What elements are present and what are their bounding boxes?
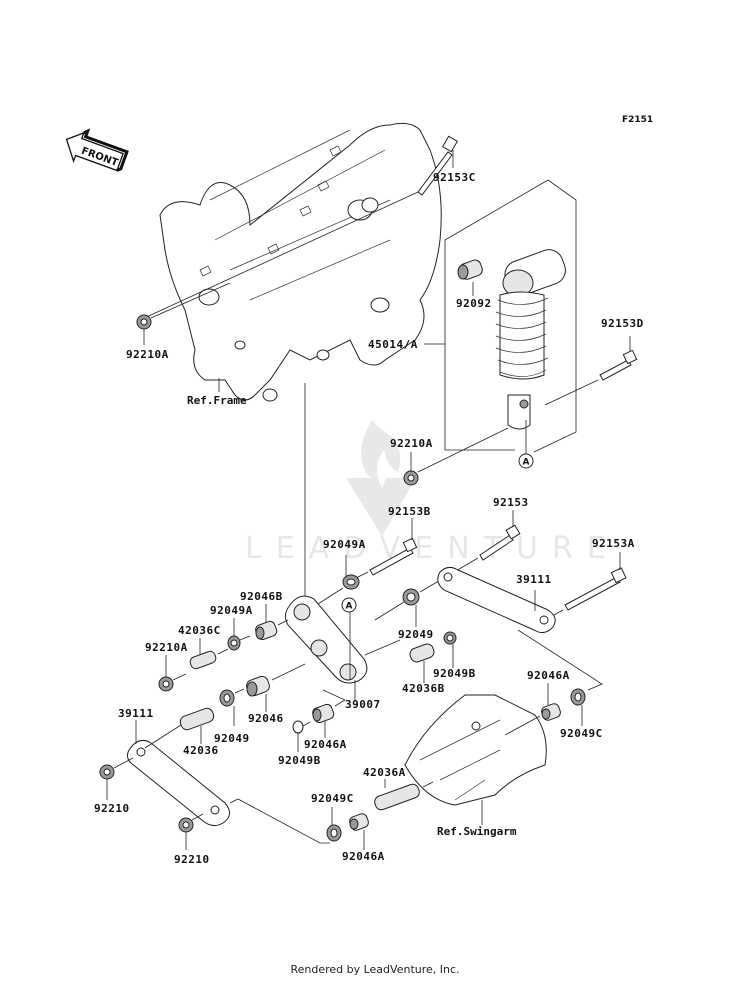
bearing-92046a-right	[504, 683, 561, 736]
footer-credit: Rendered by LeadVenture, Inc.	[290, 963, 460, 976]
label-92210-lower[interactable]: 92210	[174, 853, 210, 866]
collar-42036b	[409, 643, 435, 683]
bolt-92153	[419, 510, 521, 593]
label-92049-lower[interactable]: 92049	[214, 732, 250, 745]
nut-92210a-mid	[403, 427, 509, 486]
label-92210a-top[interactable]: 92210A	[126, 348, 169, 361]
tie-rod-39111-right	[437, 566, 556, 634]
bearing-92046b	[255, 604, 289, 641]
label-92049a-left[interactable]: 92049A	[210, 604, 253, 617]
shock-bracket-lines	[424, 179, 577, 453]
label-45014a[interactable]: 45014/A	[368, 338, 418, 351]
label-92046a-bottom[interactable]: 92046A	[342, 850, 385, 863]
frame-drawing	[159, 122, 442, 402]
label-92153c[interactable]: 92153C	[433, 171, 476, 184]
tie-rod-39111-left	[127, 720, 330, 844]
seal-92049c-bottom	[326, 807, 342, 842]
seal-92049-lower	[219, 688, 245, 726]
label-39111-right[interactable]: 39111	[516, 573, 552, 586]
label-39111-left[interactable]: 39111	[118, 707, 154, 720]
label-92049c-right[interactable]: 92049C	[560, 727, 603, 740]
seal-92049a-upper	[317, 555, 360, 605]
label-42036[interactable]: 42036	[183, 744, 219, 757]
bushing-92092	[457, 259, 483, 296]
nut-92210-lower	[178, 813, 204, 850]
collar-42036	[179, 707, 215, 744]
watermark-text: LEADVENTURE	[245, 531, 620, 566]
seal-92049a-left	[227, 618, 251, 651]
figure-code: F2151	[622, 115, 653, 125]
collar-42036a	[374, 779, 434, 811]
label-92210a-mid[interactable]: 92210A	[390, 437, 433, 450]
label-92210a-left[interactable]: 92210A	[145, 641, 188, 654]
label-92046a-left[interactable]: 92046A	[304, 738, 347, 751]
label-42036a[interactable]: 42036A	[363, 766, 406, 779]
seal-92049b-right	[443, 631, 457, 668]
label-92049c-bottom[interactable]: 92049C	[311, 792, 354, 805]
label-92049b-right[interactable]: 92049B	[433, 667, 476, 680]
marker-a-shock-text: A	[523, 458, 530, 468]
label-92046[interactable]: 92046	[248, 712, 284, 725]
seal-92049b-left	[292, 720, 304, 752]
label-92153[interactable]: 92153	[493, 496, 529, 509]
label-42036c[interactable]: 42036C	[178, 624, 221, 637]
label-92153a[interactable]: 92153A	[592, 537, 635, 550]
label-39007[interactable]: 39007	[345, 698, 381, 711]
shock-absorber-drawing	[495, 249, 566, 430]
nut-92210a-left	[158, 655, 187, 692]
marker-a-rocker-text: A	[346, 602, 353, 612]
rocker-arm-39007	[284, 595, 401, 700]
collar-42036c	[189, 638, 229, 670]
ref-frame-label: Ref.Frame	[187, 394, 247, 407]
ref-swingarm-label: Ref.Swingarm	[437, 825, 517, 838]
label-92153d[interactable]: 92153D	[601, 317, 644, 330]
seal-92049-mid	[374, 588, 420, 627]
nut-92210a-top	[136, 282, 231, 345]
swingarm-drawing	[404, 694, 547, 825]
label-92153b[interactable]: 92153B	[388, 505, 431, 518]
bearing-92046a-bottom	[349, 813, 369, 850]
nut-92210-upper	[99, 757, 134, 800]
bolt-92153c	[139, 135, 459, 321]
label-42036b[interactable]: 42036B	[402, 682, 445, 695]
bolt-92153d	[544, 336, 638, 406]
marker-a-rocker	[341, 597, 357, 613]
marker-a-shock	[518, 453, 534, 469]
label-92049a-upper[interactable]: 92049A	[323, 538, 366, 551]
bearing-92046	[246, 663, 306, 712]
bolt-92153b	[355, 518, 418, 579]
label-92049b-left[interactable]: 92049B	[278, 754, 321, 767]
bolt-92153a	[544, 552, 627, 621]
label-92210-upper[interactable]: 92210	[94, 802, 130, 815]
label-92046b[interactable]: 92046B	[240, 590, 283, 603]
label-92046a-right[interactable]: 92046A	[527, 669, 570, 682]
seal-92049c-right	[517, 629, 603, 726]
label-92049-mid[interactable]: 92049	[398, 628, 434, 641]
bearing-92046a-left	[302, 689, 346, 738]
label-92092[interactable]: 92092	[456, 297, 492, 310]
front-arrow-icon: FRONT	[65, 128, 129, 172]
